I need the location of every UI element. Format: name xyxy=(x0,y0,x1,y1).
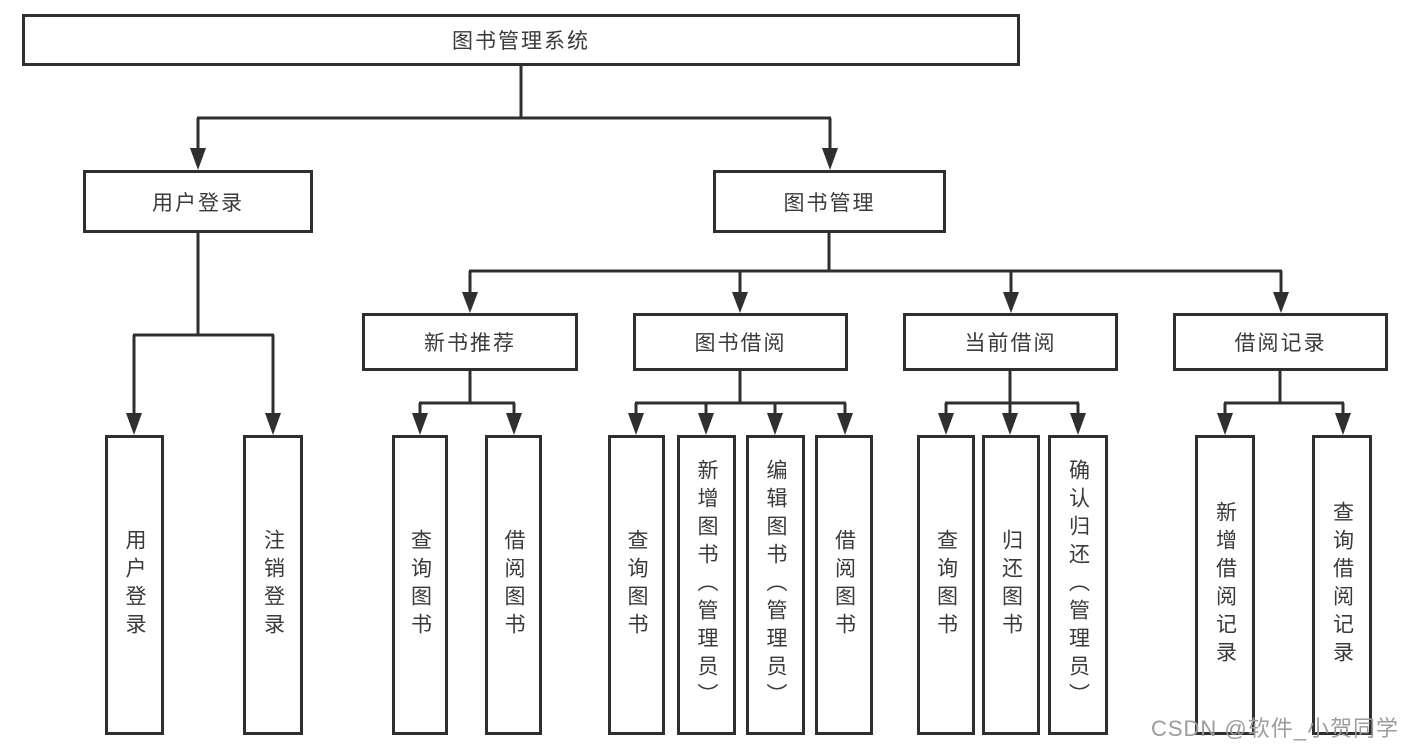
leaf-query-books-current: 查询图书 xyxy=(917,435,975,735)
node-label: 查询图书 xyxy=(934,529,958,641)
node-label: 用户登录 xyxy=(152,191,244,215)
node-label: 当前借阅 xyxy=(964,332,1057,355)
leaf-borrow-books-recommend: 借阅图书 xyxy=(485,435,542,735)
node-label: 图书借阅 xyxy=(694,332,787,355)
leaf-edit-book-admin: 编辑图书（管理员） xyxy=(746,435,805,735)
node-label: 借阅记录 xyxy=(1234,332,1327,355)
node-current-borrow: 当前借阅 xyxy=(903,313,1118,371)
leaf-user-login: 用户登录 xyxy=(105,435,164,735)
node-label: 编辑图书（管理员） xyxy=(764,459,787,711)
node-label: 查询图书 xyxy=(408,529,432,641)
leaf-query-books-borrow: 查询图书 xyxy=(608,435,665,735)
node-book-borrow: 图书借阅 xyxy=(633,313,848,371)
node-label: 图书管理系统 xyxy=(452,30,590,53)
node-book-management: 图书管理 xyxy=(713,170,946,233)
node-label: 注销登录 xyxy=(261,529,285,641)
node-label: 新增借阅记录 xyxy=(1213,501,1237,669)
leaf-add-book-admin: 新增图书（管理员） xyxy=(677,435,736,735)
node-label: 新增图书（管理员） xyxy=(695,459,718,711)
node-label: 查询借阅记录 xyxy=(1330,501,1354,669)
leaf-query-borrow-record: 查询借阅记录 xyxy=(1312,435,1372,735)
arrowhead-icons xyxy=(126,148,1351,435)
leaf-add-borrow-record: 新增借阅记录 xyxy=(1195,435,1255,735)
node-library-management-system: 图书管理系统 xyxy=(22,14,1020,66)
node-user-login: 用户登录 xyxy=(83,170,313,233)
node-label: 新书推荐 xyxy=(424,332,516,355)
node-new-book-recommend: 新书推荐 xyxy=(362,313,578,371)
node-borrow-records: 借阅记录 xyxy=(1173,313,1388,371)
node-label: 借阅图书 xyxy=(832,529,856,641)
node-label: 查询图书 xyxy=(625,529,648,641)
leaf-borrow-books: 借阅图书 xyxy=(815,435,873,735)
node-label: 归还图书 xyxy=(999,529,1023,641)
node-label: 确认归还（管理员） xyxy=(1066,459,1090,711)
watermark: CSDN @软件_小贺同学 xyxy=(1150,716,1399,741)
leaf-logout: 注销登录 xyxy=(243,435,303,735)
leaf-query-books-recommend: 查询图书 xyxy=(392,435,448,735)
node-label: 借阅图书 xyxy=(502,529,525,641)
node-label: 用户登录 xyxy=(123,529,146,641)
node-label: 图书管理 xyxy=(783,191,876,215)
leaf-return-book: 归还图书 xyxy=(982,435,1040,735)
leaf-confirm-return-admin: 确认归还（管理员） xyxy=(1048,435,1108,735)
